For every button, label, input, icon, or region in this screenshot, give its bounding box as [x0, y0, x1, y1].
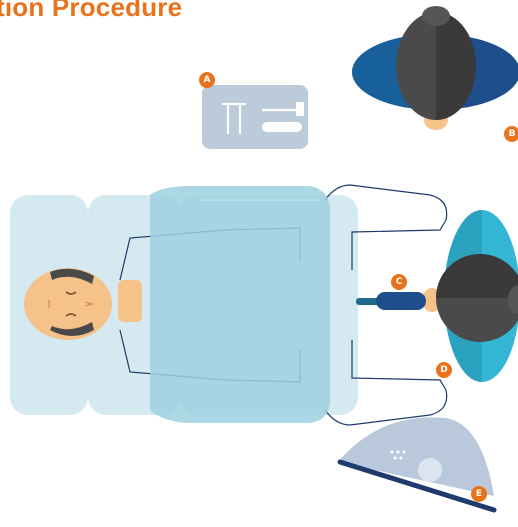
- instrument-handle: [356, 292, 426, 310]
- label-c: C: [391, 274, 407, 290]
- instrument-tray: [202, 85, 308, 149]
- surgical-drape: [150, 186, 330, 423]
- staff-member-top: [352, 6, 518, 130]
- label-a: A: [199, 72, 215, 88]
- staff-member-side: [422, 210, 518, 382]
- label-e: E: [471, 486, 487, 502]
- label-d: D: [436, 362, 452, 378]
- label-b: B: [504, 126, 518, 142]
